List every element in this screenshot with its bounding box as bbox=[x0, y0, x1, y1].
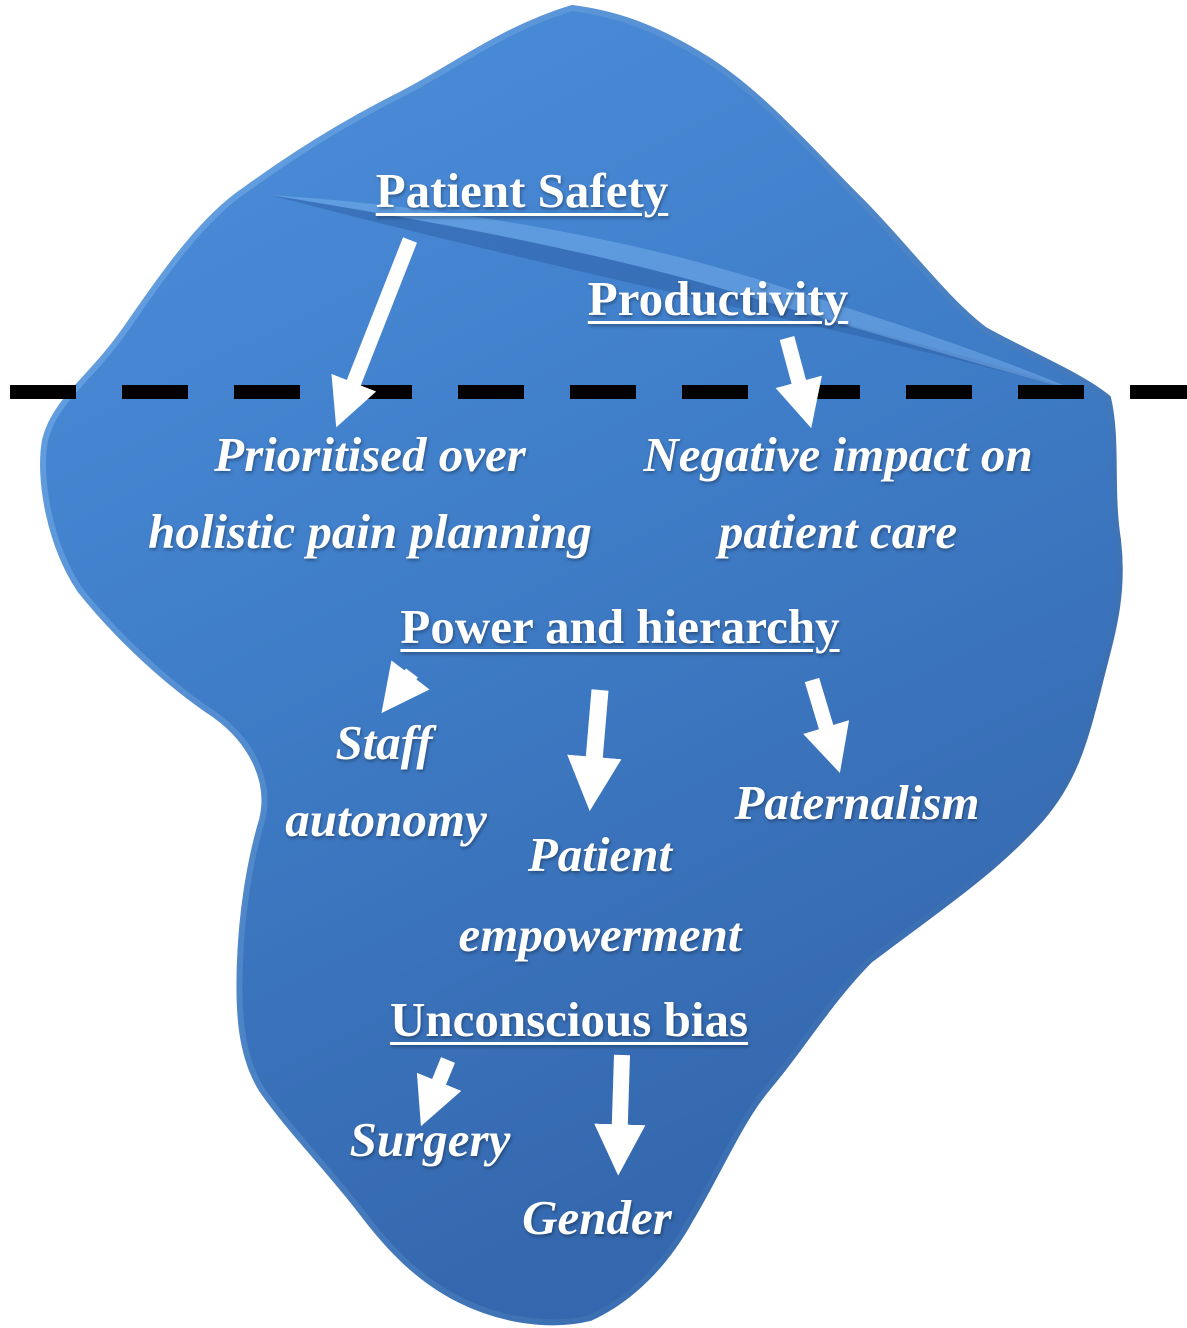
label-productivity: Productivity bbox=[587, 271, 849, 326]
label-negative-impact: Negative impact on bbox=[643, 427, 1033, 482]
label-power-and-hierarchy: Power and hierarchy bbox=[400, 599, 840, 654]
label-surgery: Surgery bbox=[349, 1112, 511, 1167]
label-autonomy: autonomy bbox=[285, 792, 487, 847]
arrow-power-to-staff bbox=[381, 660, 430, 714]
label-patient-care: patient care bbox=[718, 504, 958, 559]
label-staff: Staff bbox=[335, 715, 433, 770]
arrow-power-to-paternalism bbox=[803, 677, 850, 773]
iceberg-shape bbox=[40, 4, 1123, 1326]
arrow-bias-to-surgery bbox=[416, 1057, 462, 1127]
label-patient: Patient bbox=[527, 827, 673, 882]
label-paternalism: Paternalism bbox=[734, 775, 980, 830]
label-holistic-pain-planning: holistic pain planning bbox=[148, 504, 592, 559]
label-gender: Gender bbox=[522, 1190, 672, 1245]
arrow-safety-to-prioritised bbox=[331, 237, 417, 428]
label-empowerment: empowerment bbox=[458, 907, 742, 962]
label-unconscious-bias: Unconscious bias bbox=[389, 992, 749, 1047]
arrow-productivity-to-impact bbox=[775, 336, 822, 429]
label-prioritised-over: Prioritised over bbox=[214, 427, 526, 482]
label-patient-safety: Patient Safety bbox=[375, 163, 669, 218]
arrow-power-to-patient bbox=[567, 689, 622, 812]
arrow-bias-to-gender bbox=[594, 1054, 646, 1176]
iceberg-facet bbox=[270, 195, 1080, 392]
